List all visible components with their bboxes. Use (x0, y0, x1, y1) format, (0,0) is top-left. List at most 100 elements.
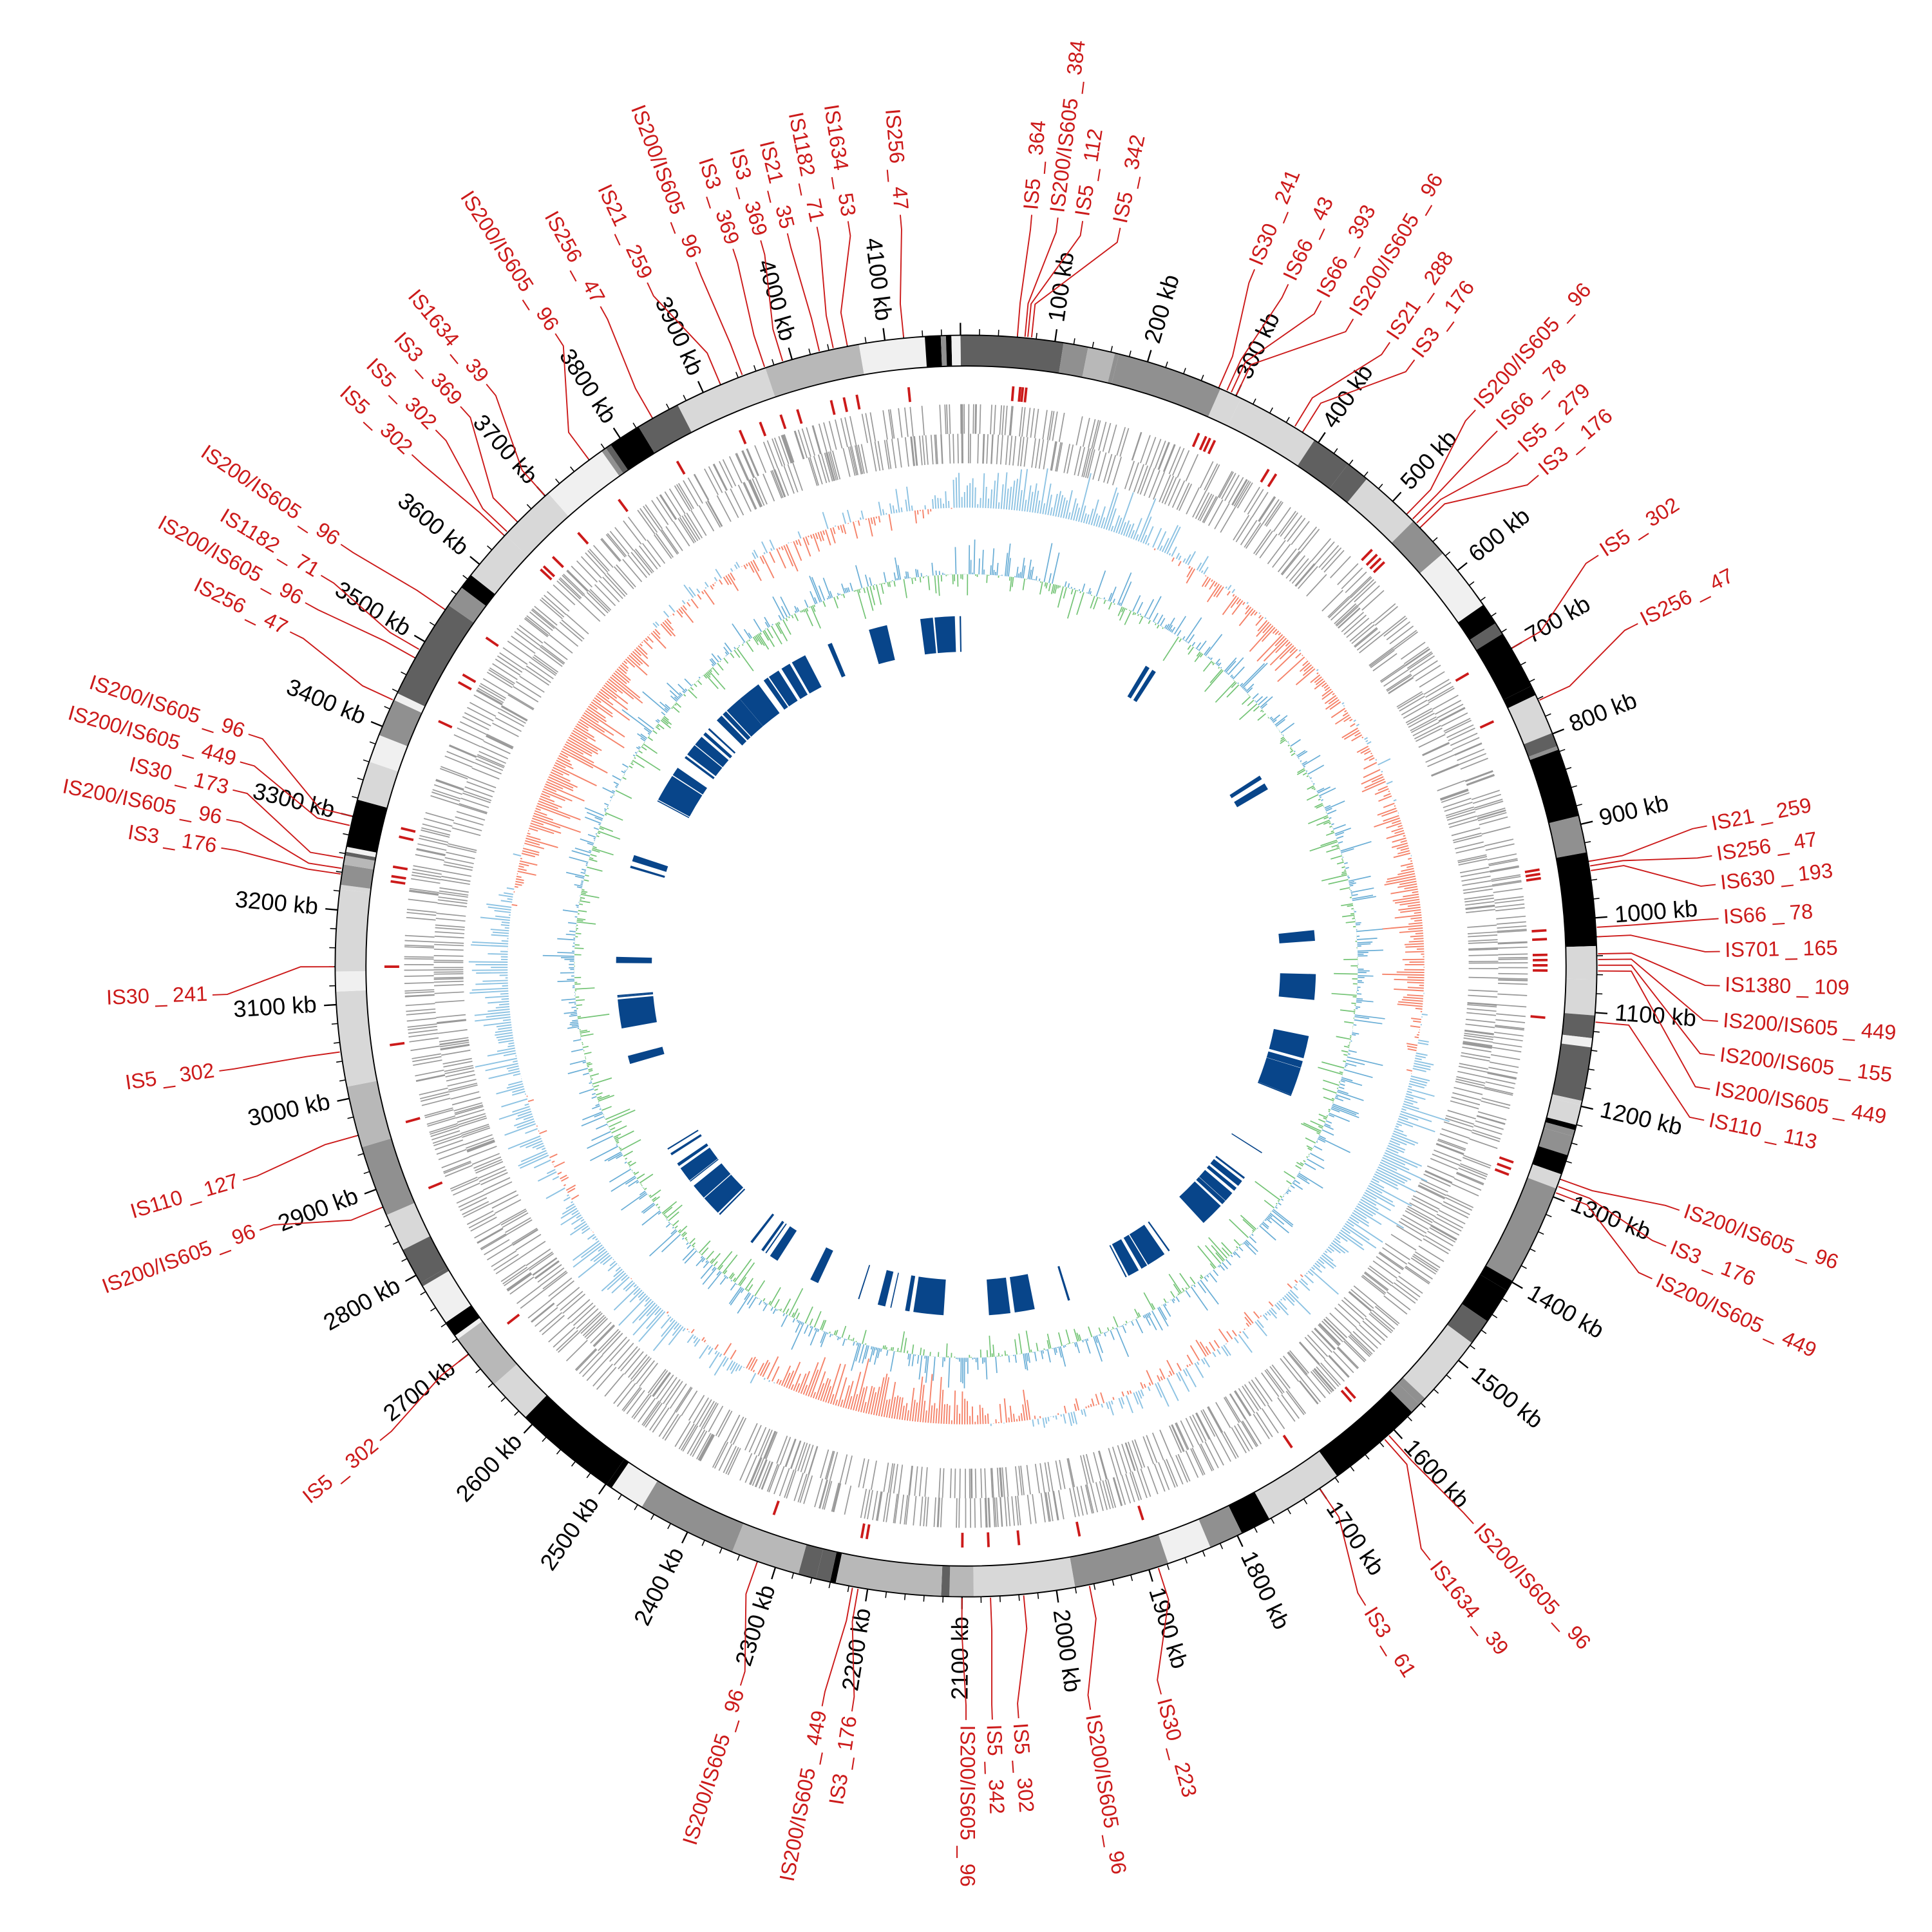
major-tick (1580, 820, 1593, 825)
gene-feature (549, 634, 573, 654)
content-bar (684, 678, 692, 687)
gene-feature (1083, 448, 1092, 478)
content-bar (614, 1136, 619, 1140)
minor-tick (384, 1224, 391, 1227)
gene-feature (1265, 1368, 1285, 1394)
skew-bar (620, 664, 629, 672)
content-bar (1093, 596, 1099, 610)
skew-bar (1137, 1390, 1142, 1399)
gene-feature (678, 1423, 695, 1450)
content-bar (1048, 573, 1052, 583)
tick-label: 4000 kb (753, 256, 801, 344)
content-bar (1325, 831, 1335, 836)
is-element-marker (1018, 386, 1022, 402)
skew-bar (1394, 914, 1422, 919)
is-label-connector (1589, 825, 1707, 862)
gene-feature (1139, 466, 1151, 495)
skew-bar (730, 1363, 738, 1374)
content-bar (1197, 1245, 1217, 1269)
content-bar (1065, 1345, 1066, 1347)
skew-bar (1093, 513, 1098, 526)
is-element-label: IS200/IS605 _ 449 (1722, 1009, 1897, 1045)
content-bar (1093, 1336, 1103, 1362)
gene-feature (609, 1339, 630, 1362)
content-bar (1331, 1108, 1340, 1113)
gene-feature (860, 444, 868, 473)
gene-feature (1265, 502, 1283, 527)
content-bar (717, 655, 722, 661)
gene-feature (658, 1411, 676, 1437)
content-bar (1164, 624, 1168, 629)
content-bar (862, 1330, 867, 1344)
gene-feature (458, 1117, 488, 1128)
gene-feature (692, 1397, 709, 1424)
skew-bar (1399, 901, 1420, 905)
skew-bar (759, 556, 764, 564)
content-bar (746, 641, 754, 652)
is-element-marker (551, 556, 564, 569)
gene-feature (442, 870, 472, 877)
is-element-marker (399, 835, 414, 842)
gene-feature (1425, 1170, 1453, 1184)
skew-bar (1403, 1103, 1419, 1110)
gene-feature (665, 526, 683, 551)
content-bar (1341, 871, 1347, 873)
skew-bar (1350, 723, 1356, 728)
gene-feature (645, 1403, 663, 1428)
gene-feature (1102, 422, 1112, 452)
gene-feature (1086, 449, 1095, 478)
content-bar (1314, 802, 1323, 808)
content-bar (574, 884, 583, 887)
content-bar (1067, 583, 1070, 588)
skew-bar (1397, 870, 1415, 876)
content-bar (638, 750, 643, 754)
gene-feature (419, 837, 448, 846)
content-bar (1148, 1312, 1151, 1316)
gene-feature (1463, 1042, 1492, 1048)
content-bar (820, 1331, 826, 1343)
content-bar (1341, 860, 1344, 862)
gene-feature (894, 1493, 900, 1524)
gene-feature (1086, 1484, 1094, 1513)
content-bar (828, 596, 830, 600)
content-bar (582, 1111, 603, 1121)
content-bar (621, 1191, 647, 1211)
gene-feature (460, 1197, 488, 1211)
content-bar (632, 754, 636, 757)
skew-bar (683, 584, 694, 598)
content-bar (1341, 1077, 1353, 1082)
gene-feature (631, 1393, 650, 1418)
skew-bar (1074, 1403, 1077, 1412)
content-bar (1316, 819, 1330, 826)
content-bar (781, 1314, 788, 1327)
content-bar (1318, 787, 1336, 797)
is-label-connector (1598, 958, 1718, 1022)
skew-bar (1118, 492, 1134, 535)
content-bar (687, 1244, 692, 1249)
gene-feature (457, 1115, 487, 1126)
skew-bar (943, 1404, 945, 1424)
gene-feature (527, 1251, 553, 1269)
content-bar (906, 1350, 909, 1354)
skew-bar (569, 1223, 587, 1236)
content-bar (1245, 1239, 1258, 1253)
is-label-connector (1558, 1186, 1667, 1247)
skew-bar (1287, 1291, 1311, 1315)
gene-feature (1125, 1473, 1135, 1502)
gene-feature (1464, 897, 1494, 903)
content-bar (602, 787, 615, 794)
gene-feature (1240, 520, 1258, 545)
gene-feature (1495, 1026, 1524, 1031)
is-label-connector (1598, 952, 1720, 987)
gene-feature (621, 1387, 641, 1411)
skew-bar (1316, 668, 1319, 672)
content-bar (1334, 1097, 1344, 1102)
gene-feature (1215, 1402, 1231, 1428)
gene-feature (435, 1139, 464, 1151)
gene-feature (659, 1377, 677, 1402)
gene-feature (539, 1312, 563, 1332)
skew-bar (1088, 508, 1094, 525)
minor-tick (1481, 1329, 1487, 1334)
skew-bar (1353, 1209, 1367, 1219)
content-bar (1204, 1245, 1222, 1264)
